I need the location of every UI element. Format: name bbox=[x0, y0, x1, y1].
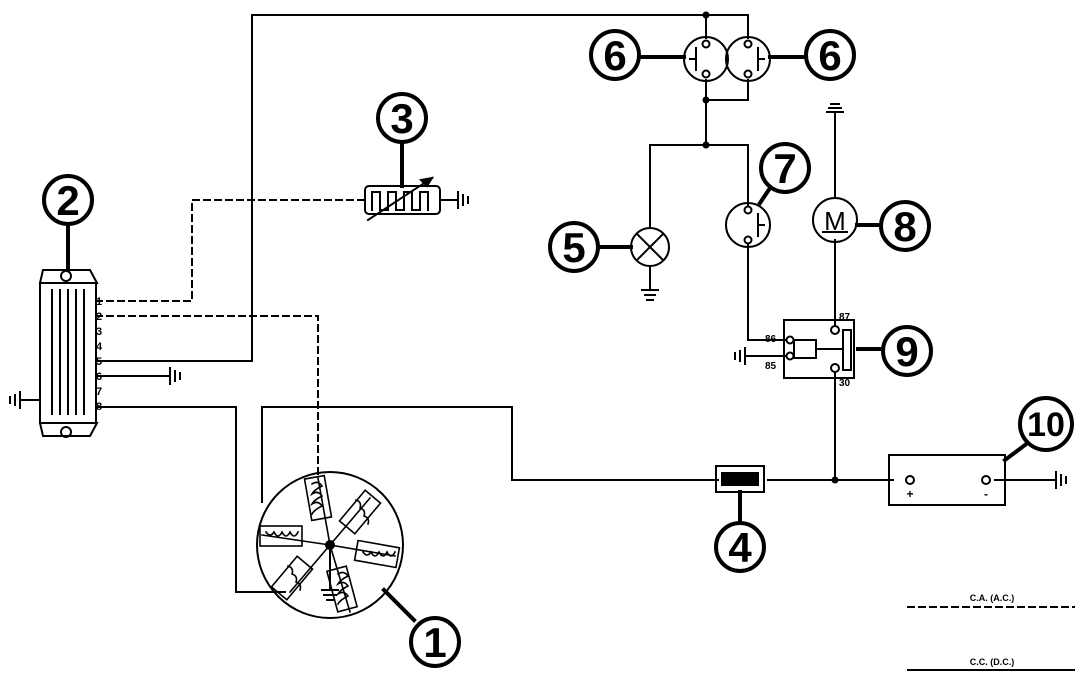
legend-dc-label: C.C. (D.C.) bbox=[970, 657, 1015, 667]
legend-ac-label: C.A. (A.C.) bbox=[970, 593, 1015, 603]
regulator-pin-8: 8 bbox=[96, 401, 102, 413]
ground-motor bbox=[826, 103, 844, 119]
regulator-pin-6: 6 bbox=[96, 371, 102, 383]
ground-battery bbox=[1055, 471, 1067, 489]
ground-regulator-pin6 bbox=[169, 367, 181, 385]
callout-8: 8 bbox=[893, 203, 916, 250]
legend-lines bbox=[907, 606, 1075, 671]
callout-1: 1 bbox=[423, 619, 446, 666]
voltage-regulator bbox=[38, 269, 99, 438]
regulator-pin-7: 7 bbox=[96, 386, 102, 398]
callout-leaders bbox=[66, 55, 1028, 623]
ground-relay bbox=[734, 347, 746, 365]
relay-pin-85: 85 bbox=[765, 361, 777, 372]
callout-10: 10 bbox=[1027, 406, 1065, 444]
regulator-pin-1: 1 bbox=[96, 296, 102, 308]
battery bbox=[888, 454, 1006, 506]
ac-wires bbox=[95, 199, 364, 476]
callout-6-left: 6 bbox=[603, 32, 626, 79]
alternator-stator bbox=[256, 471, 404, 619]
callout-circles bbox=[42, 29, 1074, 668]
ground-regulator-left bbox=[9, 391, 21, 409]
ground-lamp bbox=[641, 289, 659, 301]
dc-wires bbox=[19, 14, 1057, 593]
ground-symbols bbox=[9, 103, 1067, 601]
callout-9: 9 bbox=[895, 328, 918, 375]
regulator-pin-3: 3 bbox=[96, 326, 102, 338]
callout-7: 7 bbox=[773, 145, 796, 192]
callout-5: 5 bbox=[562, 224, 585, 271]
ground-alternator bbox=[321, 544, 339, 601]
fuse bbox=[715, 465, 765, 493]
motor-symbol: M bbox=[824, 206, 846, 236]
ground-sensor bbox=[457, 191, 469, 209]
regulator-pin-5: 5 bbox=[96, 356, 102, 368]
relay bbox=[783, 319, 855, 379]
battery-minus: - bbox=[984, 487, 988, 501]
battery-plus: + bbox=[906, 487, 913, 501]
callout-2: 2 bbox=[56, 177, 79, 224]
indicator-lamp bbox=[630, 227, 670, 267]
temperature-sensor bbox=[364, 176, 441, 222]
switch-pair bbox=[683, 36, 771, 82]
fan-motor bbox=[812, 197, 858, 243]
relay-pin-86: 86 bbox=[765, 334, 777, 345]
regulator-pin-4: 4 bbox=[96, 341, 103, 353]
relay-pin-87: 87 bbox=[839, 312, 851, 323]
junction-dots bbox=[702, 11, 839, 484]
callout-4: 4 bbox=[728, 524, 752, 571]
regulator-pin-2: 2 bbox=[96, 311, 102, 323]
callout-6-right: 6 bbox=[818, 32, 841, 79]
callout-3: 3 bbox=[390, 95, 413, 142]
relay-pin-30: 30 bbox=[839, 378, 851, 389]
switch-7 bbox=[725, 202, 771, 248]
